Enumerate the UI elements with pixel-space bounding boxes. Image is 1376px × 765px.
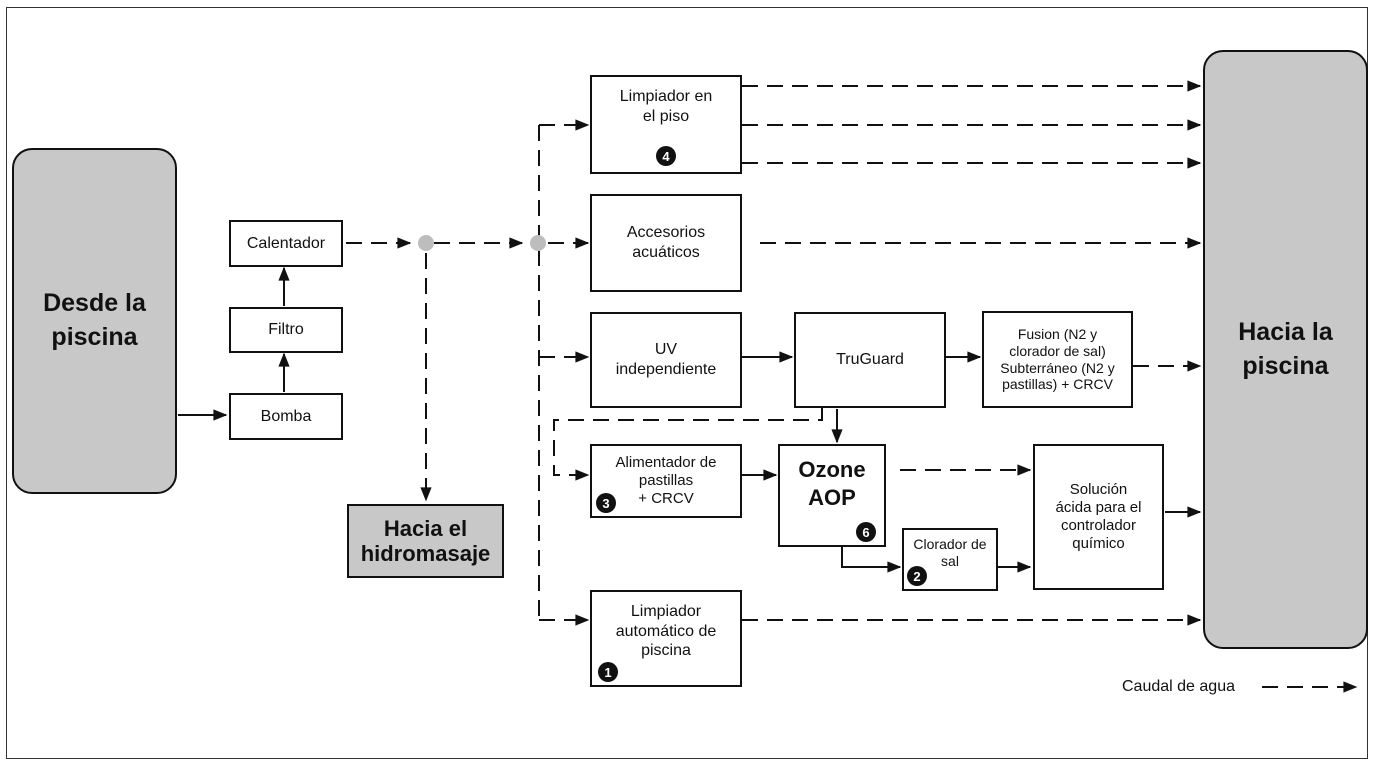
pump-box: Bomba xyxy=(229,393,343,440)
acid-controller-box: Solución ácida para el controlador quími… xyxy=(1033,444,1164,590)
badge-4: 4 xyxy=(656,146,676,166)
heater-box: Calentador xyxy=(229,220,343,267)
badge-2: 2 xyxy=(907,566,927,586)
ozone-to-salt xyxy=(841,546,902,573)
junction-2 xyxy=(530,235,546,251)
junction-1 xyxy=(418,235,434,251)
spa-box: Hacia el hidromasaje xyxy=(347,504,504,578)
legend-label: Caudal de agua xyxy=(1122,678,1235,695)
badge-6: 6 xyxy=(856,522,876,542)
water-features-box: Accesorios acuáticos xyxy=(590,194,742,292)
tablet-feeder-box: Alimentador de pastillas + CRCV xyxy=(590,444,742,518)
truguard-bypass-to-feeder xyxy=(553,408,823,481)
pool-source: Desde la piscina xyxy=(12,148,177,494)
badge-3: 3 xyxy=(596,493,616,513)
uv-box: UV independiente xyxy=(590,312,742,408)
badge-1: 1 xyxy=(598,662,618,682)
filter-box: Filtro xyxy=(229,307,343,353)
truguard-box: TruGuard xyxy=(794,312,946,408)
fusion-box: Fusion (N2 y clorador de sal) Subterráne… xyxy=(982,311,1133,408)
pool-return: Hacia la piscina xyxy=(1203,50,1368,649)
